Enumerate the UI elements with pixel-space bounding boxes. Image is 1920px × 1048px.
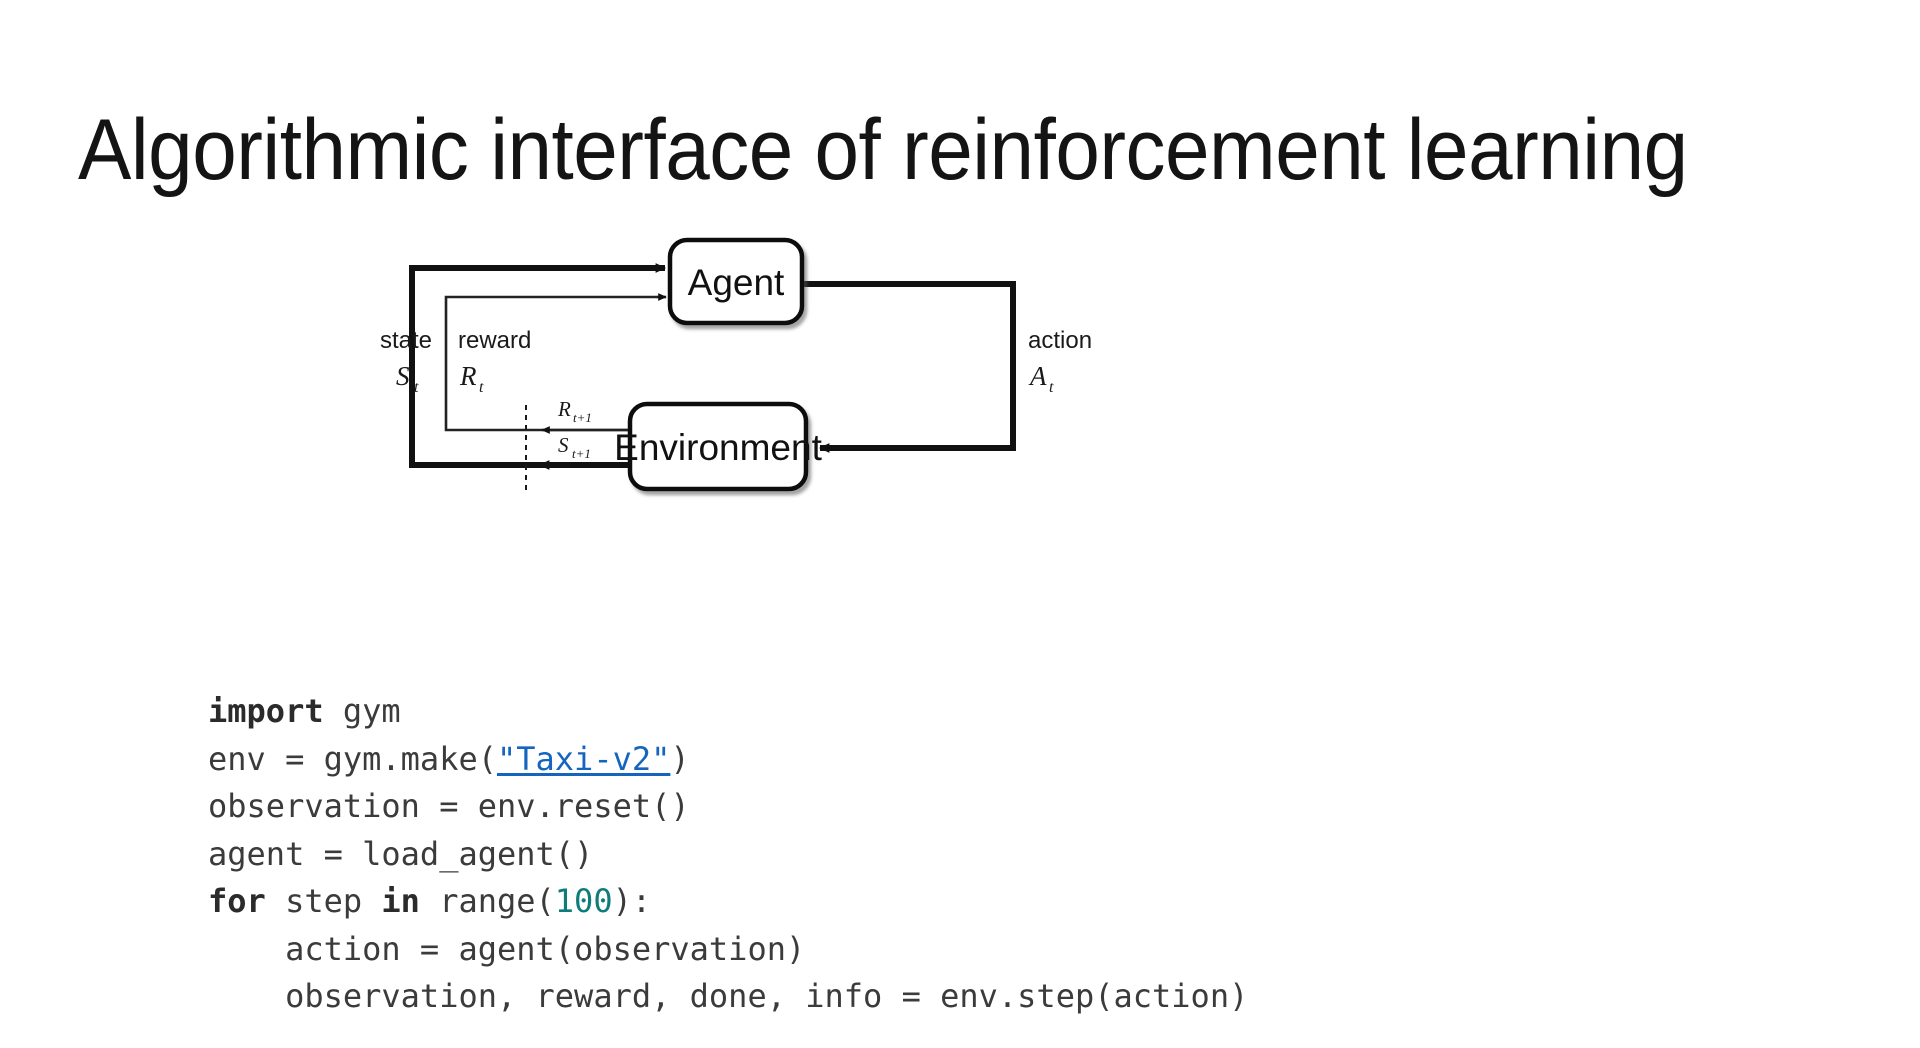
reward-next-subscript: t+1 [573,410,592,425]
diagram-canvas: Agent Environment state S t reward R t a… [380,237,1092,495]
action-path [800,281,1016,453]
code-line: agent = load_agent() [208,831,1248,879]
code-line: import gym [208,688,1248,736]
code-link-env-id[interactable]: "Taxi-v2" [496,739,671,778]
agent-environment-diagram: Agent Environment state S t reward R t a… [380,200,1180,540]
page-title: Algorithmic interface of reinforcement l… [78,101,1688,198]
code-line: observation, reward, done, info = env.st… [208,973,1248,1021]
action-label: action A t [1028,327,1092,396]
code-number: 100 [554,882,613,920]
state-label: state S t [380,327,432,396]
code-keyword: for [208,882,266,920]
state-next-symbol: S [558,433,569,457]
code-text: action = agent(observation) [208,929,806,968]
action-word: action [1028,327,1092,354]
code-text: env = gym.make( [208,739,497,778]
state-word: state [380,327,432,354]
code-text: observation = env.reset() [208,787,690,825]
code-line: observation = env.reset() [208,783,1248,831]
reward-word: reward [458,327,531,354]
code-keyword: in [381,882,420,920]
reward-symbol: R [459,361,477,391]
code-text: ) [670,739,690,778]
state-next-label: S t+1 [558,433,591,461]
action-symbol: A [1028,361,1047,391]
action-subscript: t [1049,379,1054,396]
code-keyword: import [208,692,324,730]
reward-label: reward R t [458,327,531,396]
code-text: agent = load_agent() [208,834,594,873]
environment-box-label: Environment [614,427,822,468]
environment-box: Environment [614,401,823,492]
code-text: gym [323,692,401,730]
code-line: env = gym.make("Taxi-v2") [208,736,1248,784]
code-text: observation, reward, done, info = env.st… [208,977,1249,1015]
state-symbol: S [396,361,410,391]
code-line: action = agent(observation) [208,926,1248,974]
code-text: ): [612,882,652,920]
code-line: for step in range(100): [208,878,1248,926]
reward-subscript: t [479,379,484,396]
reward-next-symbol: R [557,397,571,421]
agent-box: Agent [667,237,805,326]
reward-next-label: R t+1 [557,397,592,425]
code-text: step [265,882,382,920]
state-subscript: t [414,379,419,396]
agent-box-label: Agent [688,262,785,303]
code-text: range( [419,882,555,920]
state-next-subscript: t+1 [572,446,591,461]
